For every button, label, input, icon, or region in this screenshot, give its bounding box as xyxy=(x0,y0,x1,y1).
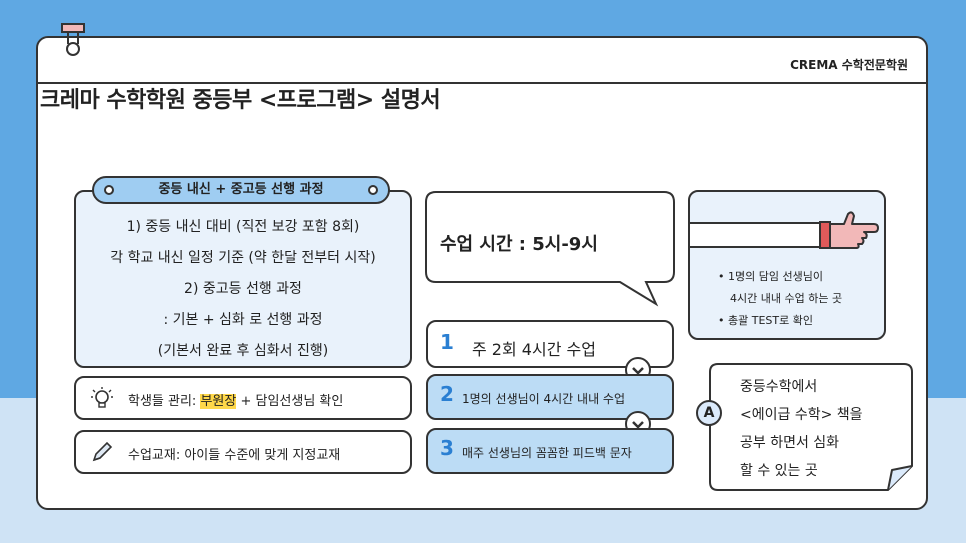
step-text-3: 매주 선생님의 꼼꼼한 피드백 문자 xyxy=(462,446,632,460)
answer-line: <에이급 수학> 책을 xyxy=(740,407,863,423)
answer-line: 공부 하면서 심화 xyxy=(740,435,840,451)
side-note-bullet-2: • 총괄 TEST로 확인 xyxy=(718,314,813,327)
binder-clip-icon xyxy=(61,23,85,56)
management-box xyxy=(74,376,412,420)
management-text: 학생들 관리: 부원장 + 담임선생님 확인 xyxy=(128,390,343,409)
pill-dot-right xyxy=(368,185,378,195)
class-time-bubble xyxy=(425,191,675,307)
program-line: 1) 중등 내신 대비 (직전 보강 포함 8회) xyxy=(126,219,360,235)
card-header-divider xyxy=(38,82,926,84)
side-note-line: 1명의 담임 선생님이 xyxy=(728,270,823,283)
program-pill: 중등 내신 + 중고등 선행 과정 xyxy=(92,176,390,204)
class-time-text: 수업 시간 : 5시-9시 xyxy=(440,234,598,255)
step-number-2: 2 xyxy=(440,382,454,406)
side-note-bullet-1: • 1명의 담임 선생님이 xyxy=(718,270,823,283)
program-line: : 기본 + 심화 로 선행 과정 xyxy=(163,312,323,328)
program-line: (기본서 완료 후 심화서 진행) xyxy=(157,343,329,359)
program-line: 각 학교 내신 일정 기준 (약 한달 전부터 시작) xyxy=(110,250,376,266)
step-number-3: 3 xyxy=(440,436,454,460)
answer-line: 중등수학에서 xyxy=(740,379,818,395)
hand-sleeve xyxy=(690,222,820,248)
step-text-1: 주 2회 4시간 수업 xyxy=(472,340,596,359)
step-number-1: 1 xyxy=(440,330,454,354)
answer-line: 할 수 있는 곳 xyxy=(740,463,818,479)
management-suffix: + 담임선생님 확인 xyxy=(236,394,344,409)
step-box-3 xyxy=(426,428,674,474)
management-prefix: 학생들 관리: xyxy=(128,394,201,409)
textbook-box xyxy=(74,430,412,474)
lightbulb-icon xyxy=(91,387,113,408)
pill-label: 중등 내신 + 중고등 선행 과정 xyxy=(158,182,324,197)
program-line: 2) 중고등 선행 과정 xyxy=(184,281,302,297)
page-title: 크레마 수학학원 중등부 <프로그램> 설명서 xyxy=(40,88,441,113)
program-lines: 1) 중등 내신 대비 (직전 보강 포함 8회) 각 학교 내신 일정 기준 … xyxy=(74,190,412,368)
answer-box xyxy=(709,363,913,491)
side-note-line-2: 4시간 내내 수업 하는 곳 xyxy=(730,292,843,305)
pill-dot-left xyxy=(104,185,114,195)
management-highlight: 부원장 xyxy=(200,394,237,409)
brand-label: CREMA 수학전문학원 xyxy=(790,58,908,72)
side-note-line: 총괄 TEST로 확인 xyxy=(728,314,813,327)
pointing-hand-icon xyxy=(819,211,879,249)
step-text-2: 1명의 선생님이 4시간 내내 수업 xyxy=(462,392,626,406)
pencil-icon xyxy=(92,441,113,462)
answer-badge: A xyxy=(696,400,722,426)
textbook-text: 수업교재: 아이들 수준에 맞게 지정교재 xyxy=(128,448,341,463)
